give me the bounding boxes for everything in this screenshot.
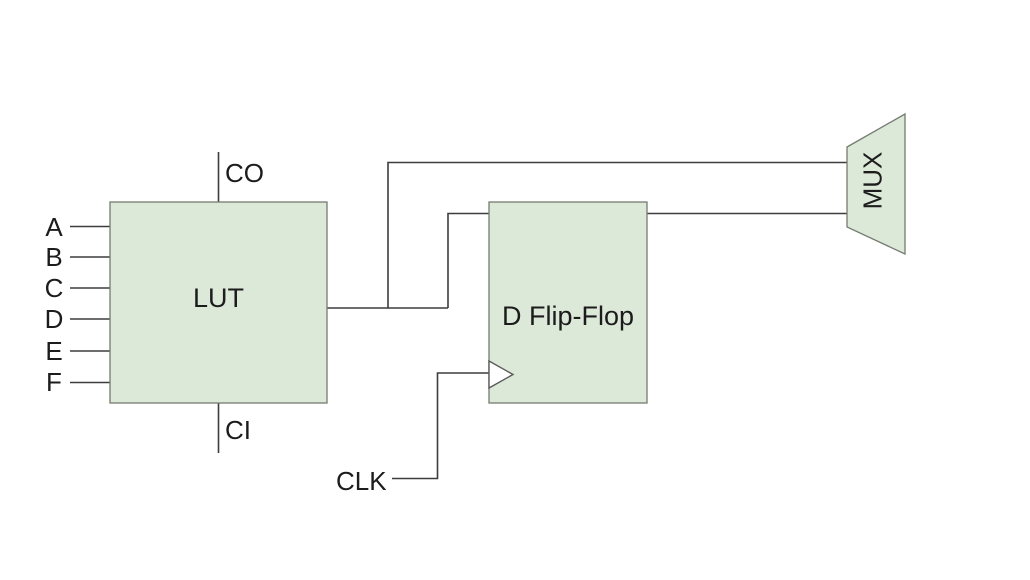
dff-block — [488, 201, 648, 404]
carry-out-label: CO — [225, 158, 264, 188]
input-label-d: D — [44, 304, 64, 334]
wire-lut-to-mux — [387, 161, 847, 308]
dff-label: D Flip-Flop — [489, 202, 647, 403]
mux-label: MUX — [845, 151, 901, 209]
lut-block — [109, 201, 328, 404]
input-label-f: F — [46, 367, 62, 397]
wire-lut-to-dff — [447, 212, 489, 308]
clock-label: CLK — [336, 466, 387, 496]
mux-label-text: MUX — [857, 151, 888, 209]
clock-edge-triangle-icon — [488, 359, 515, 390]
carry-in-label: CI — [225, 415, 251, 445]
mux-block — [846, 112, 906, 256]
dff-label-text: D Flip-Flop — [501, 301, 635, 331]
input-label-e: E — [45, 336, 63, 366]
input-label-a: A — [45, 212, 63, 242]
lut-label: LUT — [110, 202, 327, 403]
input-label-b: B — [45, 242, 63, 272]
input-label-c: C — [44, 273, 64, 303]
lut-label-text: LUT — [192, 283, 244, 313]
wire-clk — [392, 372, 489, 480]
